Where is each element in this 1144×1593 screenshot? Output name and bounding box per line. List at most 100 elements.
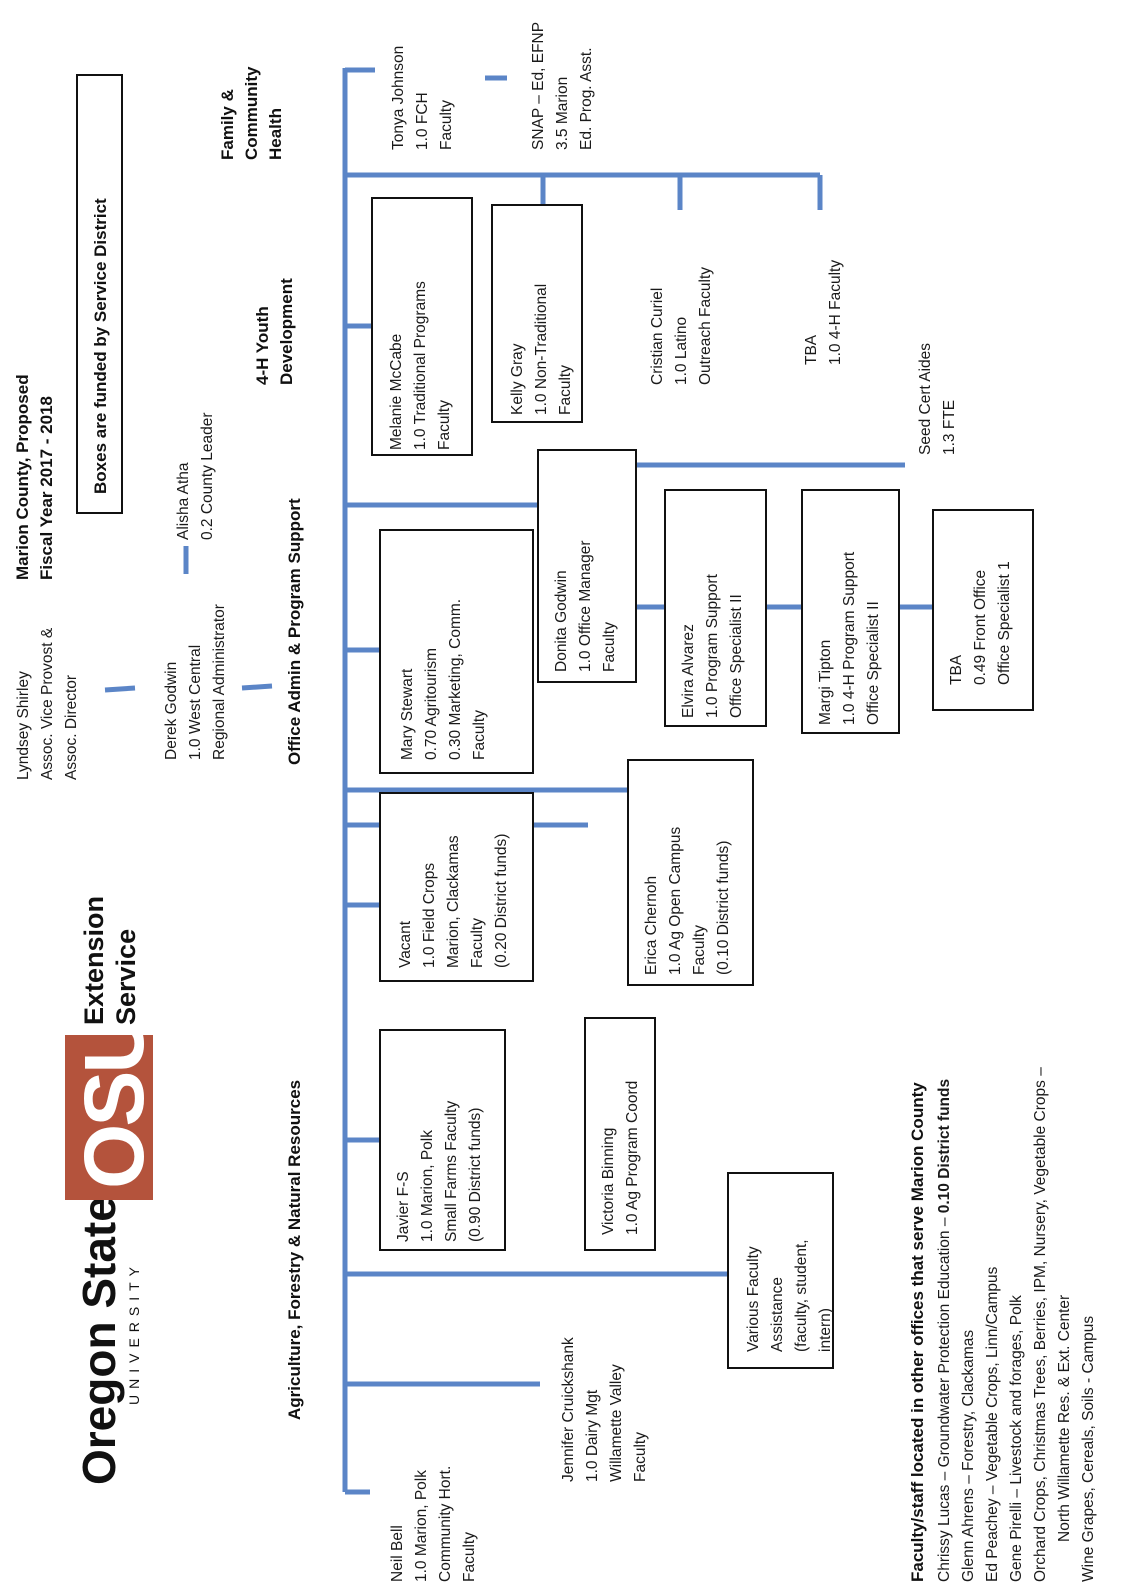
svg-text:(0.20 District funds): (0.20 District funds) xyxy=(493,834,510,968)
svg-text:1.0 Marion, Polk: 1.0 Marion, Polk xyxy=(419,1130,436,1242)
svg-text:Elvira Alvarez: Elvira Alvarez xyxy=(680,624,697,718)
svg-text:1.0 Program Support: 1.0 Program Support xyxy=(704,573,721,718)
svg-text:SNAP – Ed, EFNP: SNAP – Ed, EFNP xyxy=(530,22,547,150)
svg-text:1.0 Ag Open Campus: 1.0 Ag Open Campus xyxy=(667,827,684,975)
svg-text:intern): intern) xyxy=(817,1308,834,1352)
svg-text:Kelly Gray: Kelly Gray xyxy=(509,343,526,415)
svg-text:3.5 Marion: 3.5 Marion xyxy=(554,77,571,150)
svg-text:Various Faculty: Various Faculty xyxy=(745,1246,762,1352)
svg-text:1.0 Traditional Programs: 1.0 Traditional Programs xyxy=(412,281,429,450)
staff-snap: SNAP – Ed, EFNP 3.5 Marion Ed. Prog. Ass… xyxy=(530,22,595,150)
svg-text:1.0 Non-Traditional: 1.0 Non-Traditional xyxy=(533,284,550,415)
staff-various-faculty: Various Faculty Assistance (faculty, stu… xyxy=(745,1239,834,1352)
svg-text:1.0 West Central: 1.0 West Central xyxy=(187,645,204,760)
svg-text:Derek Godwin: Derek Godwin xyxy=(163,662,180,760)
program-office: Office Admin & Program Support xyxy=(285,498,304,765)
staff-melanie-mccabe: Melanie McCabe 1.0 Traditional Programs … xyxy=(388,281,453,450)
svg-text:(faculty, student,: (faculty, student, xyxy=(793,1239,810,1352)
svg-text:1.3 FTE: 1.3 FTE xyxy=(941,400,958,455)
svg-text:Faculty: Faculty xyxy=(469,918,486,968)
staff-donita-godwin: Donita Godwin 1.0 Office Manager Faculty xyxy=(553,540,618,672)
svg-text:Health: Health xyxy=(266,108,285,160)
footer-line-5: Orchard Crops, Christmas Trees, Berries,… xyxy=(1032,1067,1049,1582)
staff-mary-stewart: Mary Stewart 0.70 Agritourism 0.30 Marke… xyxy=(399,599,488,760)
logo-service-line1: Extension xyxy=(79,896,109,1025)
svg-text:Victoria Binning: Victoria Binning xyxy=(600,1128,617,1235)
funded-boxes xyxy=(76,74,1034,1369)
staff-seed-cert-aides: Seed Cert Aides 1.3 FTE xyxy=(917,343,958,455)
svg-text:Office Specialist 1: Office Specialist 1 xyxy=(996,561,1013,685)
svg-text:1.0 Field Crops: 1.0 Field Crops xyxy=(421,863,438,968)
svg-text:1.0 Marion, Polk: 1.0 Marion, Polk xyxy=(413,1470,430,1582)
program-agriculture: Agriculture, Forestry & Natural Resource… xyxy=(285,1080,304,1420)
program-fch: Family & Community Health xyxy=(218,66,285,160)
staff-elvira-alvarez: Elvira Alvarez 1.0 Program Support Offic… xyxy=(680,573,745,718)
svg-text:Tonya Johnson: Tonya Johnson xyxy=(390,46,407,150)
staff-kelly-gray: Kelly Gray 1.0 Non-Traditional Faculty xyxy=(509,284,574,415)
svg-text:1.0 Office Manager: 1.0 Office Manager xyxy=(577,540,594,672)
svg-text:Margi Tipton: Margi Tipton xyxy=(817,640,834,725)
logo-mark: OSU xyxy=(67,1016,161,1189)
svg-text:Development: Development xyxy=(277,278,296,385)
svg-text:1.0 4-H Program Support: 1.0 4-H Program Support xyxy=(841,551,858,725)
derek-godwin: Derek Godwin 1.0 West Central Regional A… xyxy=(163,604,228,760)
svg-text:0.49 Front Office: 0.49 Front Office xyxy=(972,570,989,685)
svg-text:Faculty: Faculty xyxy=(557,365,574,415)
svg-text:Outreach Faculty: Outreach Faculty xyxy=(697,267,714,385)
svg-text:Community: Community xyxy=(242,66,261,160)
svg-text:Marion County, Proposed: Marion County, Proposed xyxy=(13,374,32,580)
alisha-atha: Alisha Atha 0.2 County Leader xyxy=(175,412,216,540)
svg-text:Donita Godwin: Donita Godwin xyxy=(553,570,570,672)
svg-text:Family &: Family & xyxy=(218,89,237,160)
footer-line-4: Gene Pirelli – Livestock and forages, Po… xyxy=(1008,1295,1025,1582)
footer-other-offices: Faculty/staff located in other offices t… xyxy=(908,1067,1097,1582)
svg-text:Faculty: Faculty xyxy=(436,400,453,450)
svg-text:Erica Chernoh: Erica Chernoh xyxy=(643,876,660,975)
lyndsey-shirley: Lyndsey Shirley Assoc. Vice Provost & As… xyxy=(15,627,80,780)
svg-text:Cristian Curiel: Cristian Curiel xyxy=(649,288,666,385)
staff-jennifer-cruickshank: Jennifer Cruickshank 1.0 Dairy Mgt Willa… xyxy=(560,1337,649,1482)
footer-heading: Faculty/staff located in other offices t… xyxy=(908,1082,927,1582)
svg-text:0.30 Marketing, Comm.: 0.30 Marketing, Comm. xyxy=(447,599,464,760)
svg-text:Assistance: Assistance xyxy=(769,1277,786,1352)
svg-text:Neil Bell: Neil Bell xyxy=(389,1525,406,1582)
footer-line-1: Chrissy Lucas – Groundwater Protection E… xyxy=(936,1079,953,1582)
svg-text:Office Specialist II: Office Specialist II xyxy=(728,594,745,718)
svg-text:Boxes are funded by Service Di: Boxes are funded by Service District xyxy=(91,198,110,494)
svg-text:Faculty: Faculty xyxy=(601,622,618,672)
staff-javier: Javier F-S 1.0 Marion, Polk Small Farms … xyxy=(395,1101,484,1242)
svg-text:Melanie McCabe: Melanie McCabe xyxy=(388,334,405,450)
footer-line-3: Ed Peachey – Vegetable Crops, Linn/Campu… xyxy=(984,1266,1001,1582)
svg-text:Faculty: Faculty xyxy=(438,100,455,150)
svg-text:Lyndsey Shirley: Lyndsey Shirley xyxy=(15,671,32,780)
footer-line-2: Glenn Ahrens – Forestry, Clackamas xyxy=(960,1330,977,1582)
svg-text:Willamette Valley: Willamette Valley xyxy=(608,1364,625,1482)
svg-text:Assoc. Vice Provost &: Assoc. Vice Provost & xyxy=(39,627,56,780)
svg-text:Agriculture, Forestry & Natura: Agriculture, Forestry & Natural Resource… xyxy=(285,1080,304,1420)
funding-note: Boxes are funded by Service District xyxy=(91,198,110,494)
svg-text:Community Hort.: Community Hort. xyxy=(437,1466,454,1582)
staff-erica-chernoh: Erica Chernoh 1.0 Ag Open Campus Faculty… xyxy=(643,827,732,975)
osu-logo: Oregon State UNIVERSITY OSU Extension Se… xyxy=(65,896,161,1485)
svg-text:Office Specialist II: Office Specialist II xyxy=(865,601,882,725)
staff-neil-bell: Neil Bell 1.0 Marion, Polk Community Hor… xyxy=(389,1466,478,1582)
logo-service-line2: Service xyxy=(111,929,141,1025)
svg-text:Faculty: Faculty xyxy=(461,1532,478,1582)
staff-victoria-binning: Victoria Binning 1.0 Ag Program Coord xyxy=(600,1081,641,1235)
logo-university: Oregon State xyxy=(73,1196,125,1485)
staff-tonya-johnson: Tonya Johnson 1.0 FCH Faculty xyxy=(390,46,455,150)
svg-text:4-H Youth: 4-H Youth xyxy=(253,306,272,385)
svg-text:Faculty: Faculty xyxy=(632,1432,649,1482)
svg-text:(0.90 District funds): (0.90 District funds) xyxy=(467,1108,484,1242)
footer-line-7: Wine Grapes, Cereals, Soils - Campus xyxy=(1080,1316,1097,1582)
svg-text:1.0 Latino: 1.0 Latino xyxy=(673,317,690,385)
svg-text:Assoc. Director: Assoc. Director xyxy=(63,675,80,780)
svg-text:Seed Cert Aides: Seed Cert Aides xyxy=(917,343,934,455)
page-title: Marion County, Proposed Fiscal Year 2017… xyxy=(13,374,56,580)
staff-vacant: Vacant 1.0 Field Crops Marion, Clackamas… xyxy=(397,834,510,968)
svg-text:Javier F-S: Javier F-S xyxy=(395,1171,412,1242)
svg-text:Ed. Prog. Asst.: Ed. Prog. Asst. xyxy=(578,47,595,150)
svg-text:Mary Stewart: Mary Stewart xyxy=(399,668,416,760)
svg-text:1.0 4-H Faculty: 1.0 4-H Faculty xyxy=(827,260,844,365)
svg-text:TBA: TBA xyxy=(948,654,965,685)
